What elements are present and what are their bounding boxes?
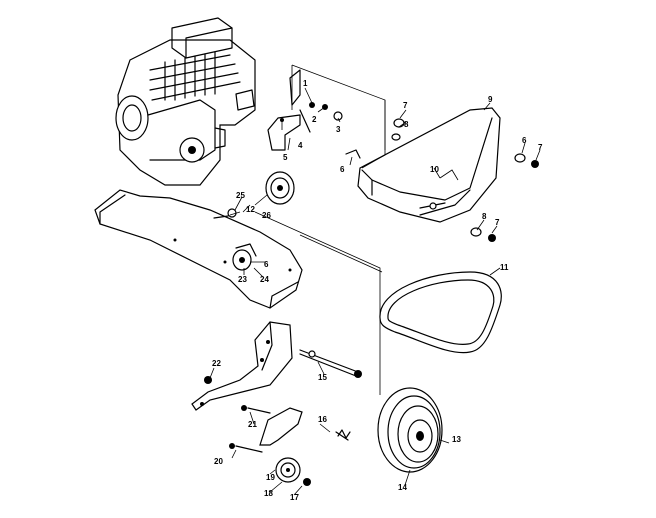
callout-9: 9	[488, 95, 493, 104]
callout-4: 4	[298, 141, 303, 150]
callout-12: 12	[246, 205, 255, 214]
idler-assembly	[213, 208, 257, 271]
callout-22: 22	[212, 359, 221, 368]
engine	[115, 17, 256, 186]
drive-pulley	[377, 320, 443, 473]
shaft	[299, 349, 362, 378]
lower-bracket	[191, 321, 293, 411]
frame-plate	[94, 189, 383, 320]
callout-11: 11	[500, 263, 509, 272]
callout-8c: 8	[482, 212, 487, 221]
callout-labels: 1 2 3 4 5 6 7 8 9 6 7 10 8 7 11 25 12 26…	[212, 79, 543, 502]
leader-lines	[209, 87, 541, 496]
callout-5: 5	[283, 153, 288, 162]
callout-17: 17	[290, 493, 299, 502]
callout-1: 1	[303, 79, 308, 88]
callout-13: 13	[452, 435, 461, 444]
callout-3: 3	[336, 125, 341, 134]
v-belt	[379, 271, 502, 354]
engine-bracket	[267, 64, 386, 151]
callout-18: 18	[264, 489, 273, 498]
idler-arm	[204, 376, 351, 486]
callout-8a: 8	[404, 120, 409, 129]
callout-19: 19	[266, 473, 275, 482]
callout-6c: 6	[264, 260, 269, 269]
callout-7c: 7	[495, 218, 500, 227]
callout-23: 23	[238, 275, 247, 284]
callout-21: 21	[248, 420, 257, 429]
callout-6b: 6	[522, 136, 527, 145]
belt-guard	[357, 100, 501, 223]
callout-6: 6	[340, 165, 345, 174]
callout-24: 24	[260, 275, 269, 284]
callout-20: 20	[214, 457, 223, 466]
callout-10: 10	[430, 165, 439, 174]
callout-25: 25	[236, 191, 245, 200]
callout-14: 14	[398, 483, 407, 492]
callout-7a: 7	[403, 101, 408, 110]
engine-pulley	[254, 171, 295, 206]
callout-2: 2	[312, 115, 317, 124]
callout-16: 16	[318, 415, 327, 424]
callout-26: 26	[262, 211, 271, 220]
callout-7b: 7	[538, 143, 543, 152]
callout-15: 15	[318, 373, 327, 382]
